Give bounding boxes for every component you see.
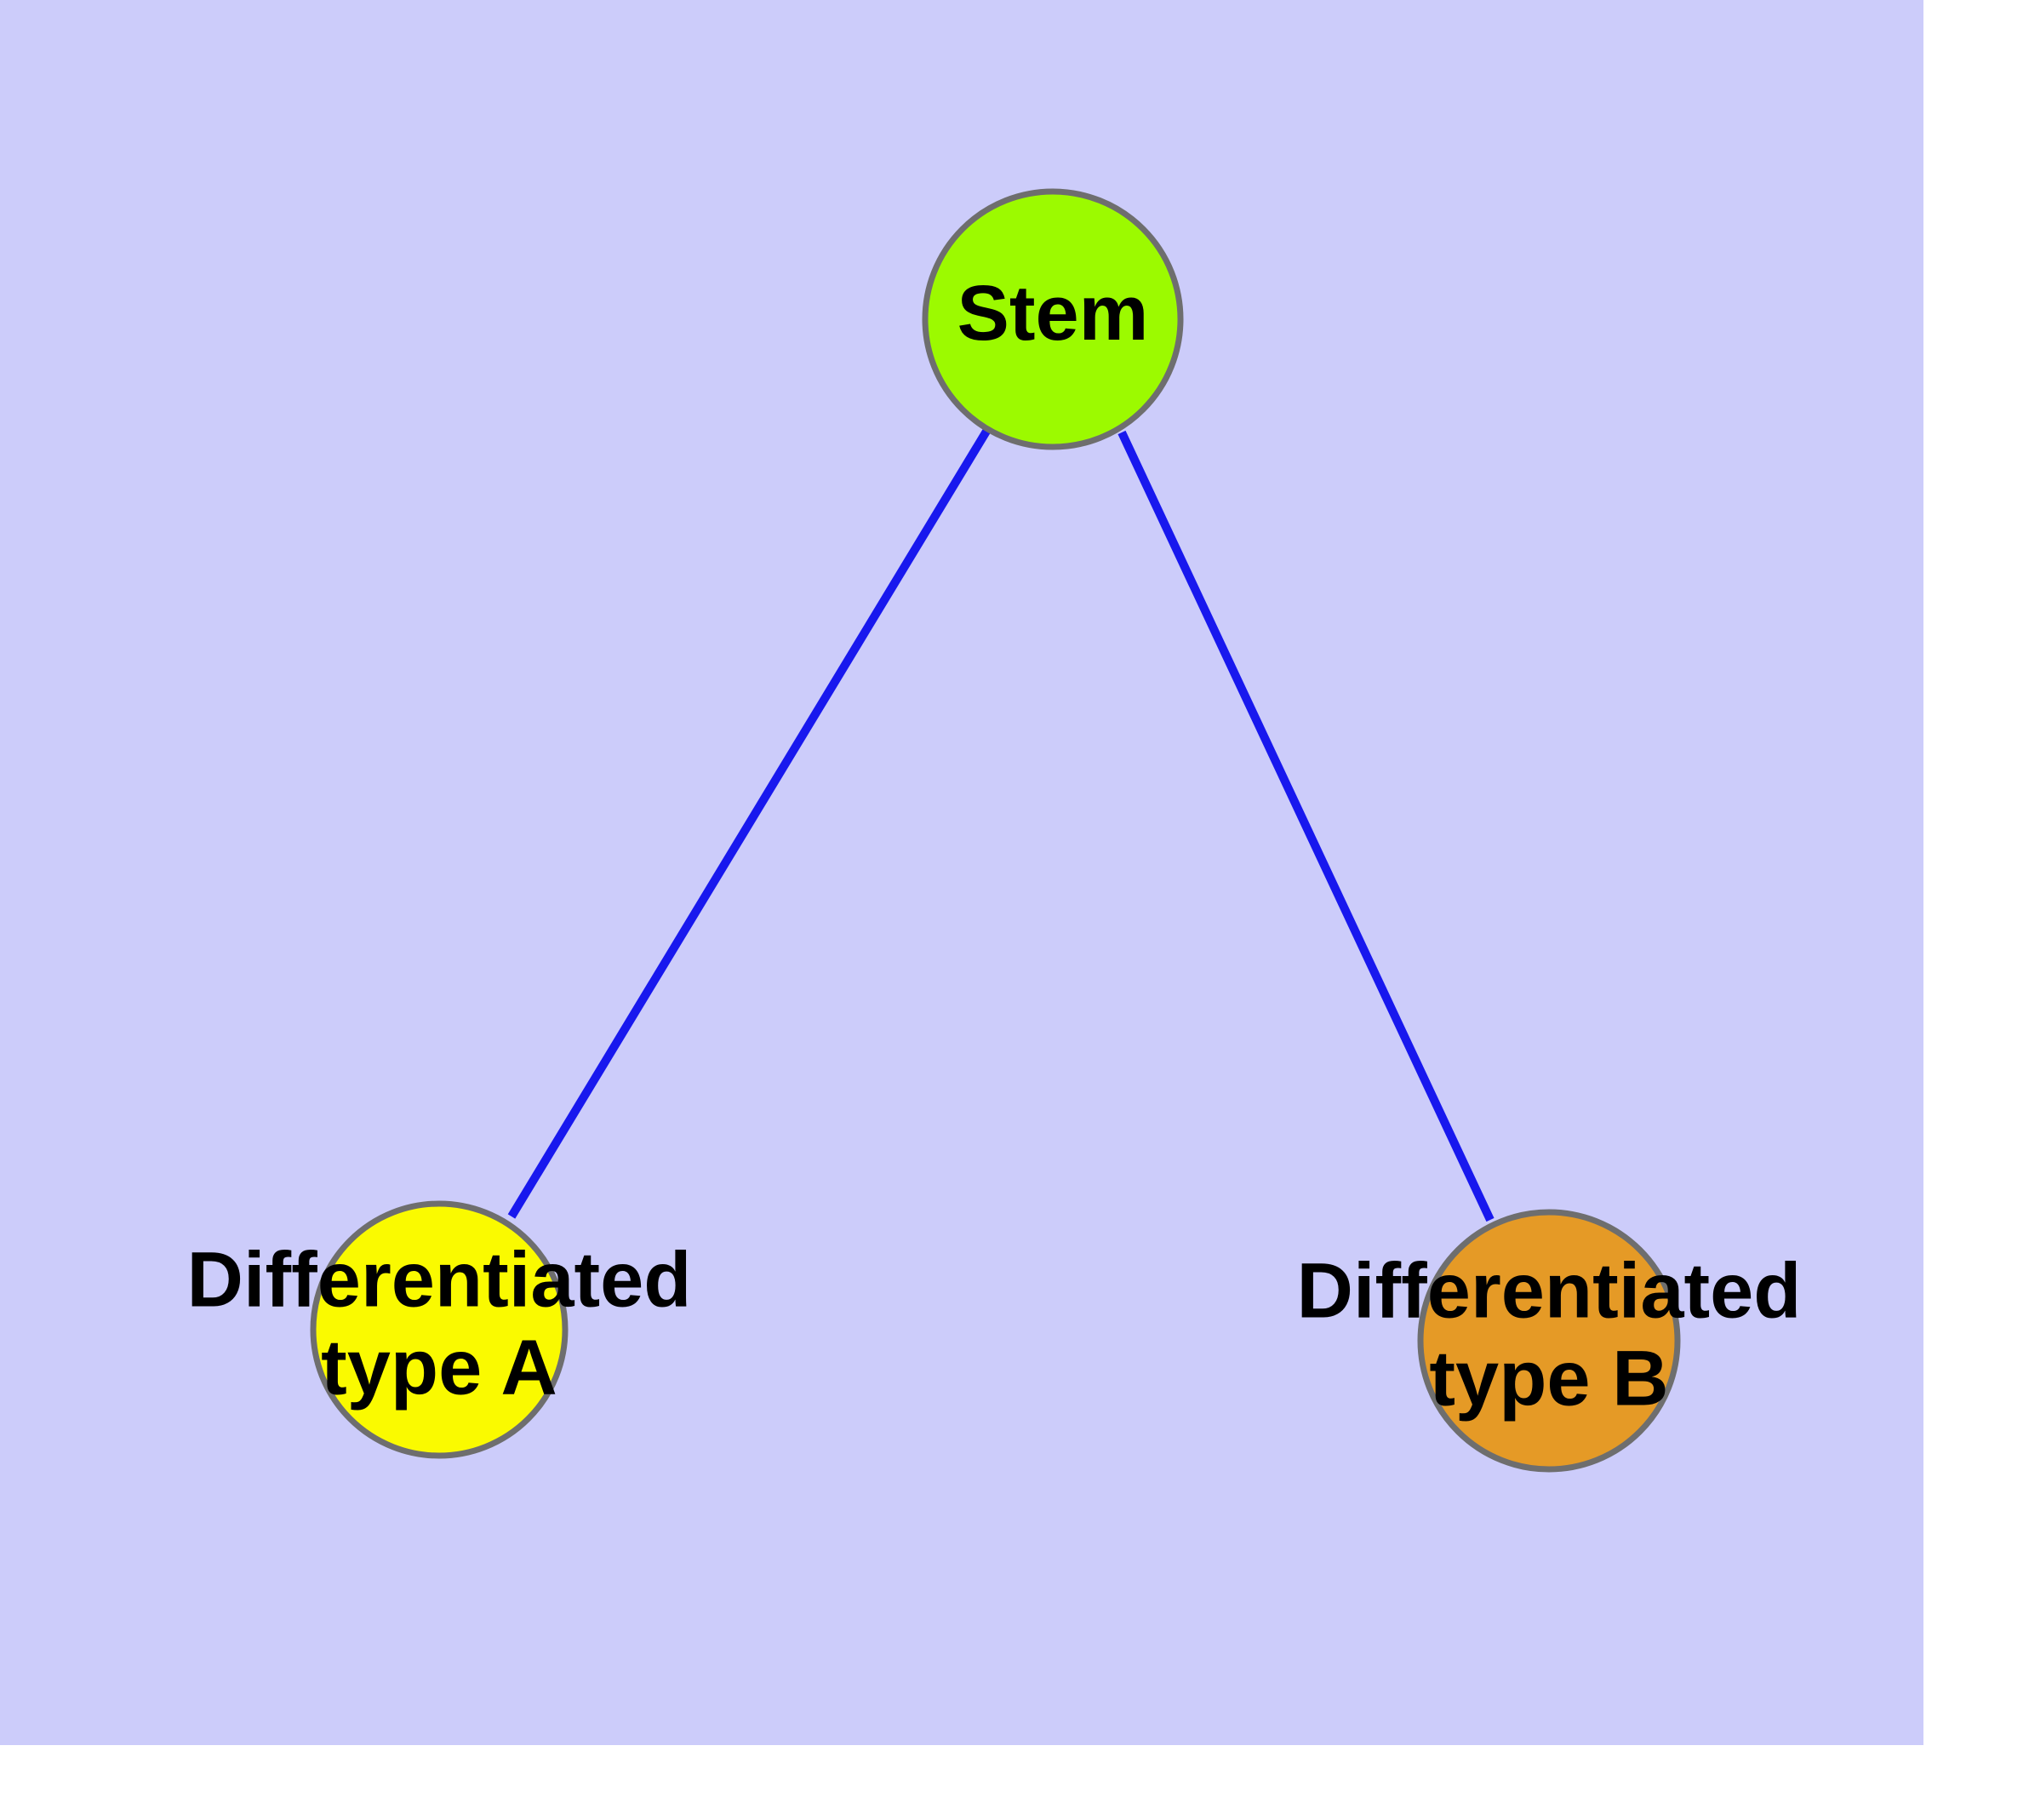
- nodes-layer: [310, 188, 1681, 1473]
- label-line: Differentiated: [1297, 1248, 1802, 1335]
- label-line: type A: [321, 1325, 557, 1411]
- graph-node-label-stem: Stem: [957, 270, 1149, 357]
- label-line: type B: [1429, 1336, 1668, 1422]
- graph-node-diff-b[interactable]: [1417, 1209, 1681, 1473]
- graph-node-diff-a[interactable]: [310, 1200, 569, 1459]
- graph-edge-stem-to-b: [1117, 430, 1495, 1222]
- edges-layer: [507, 427, 1495, 1222]
- label-line: Stem: [957, 270, 1149, 357]
- graph-edge-stem-to-a: [507, 427, 992, 1219]
- graph-node-stem[interactable]: [922, 188, 1184, 450]
- label-line: Differentiated: [187, 1237, 692, 1324]
